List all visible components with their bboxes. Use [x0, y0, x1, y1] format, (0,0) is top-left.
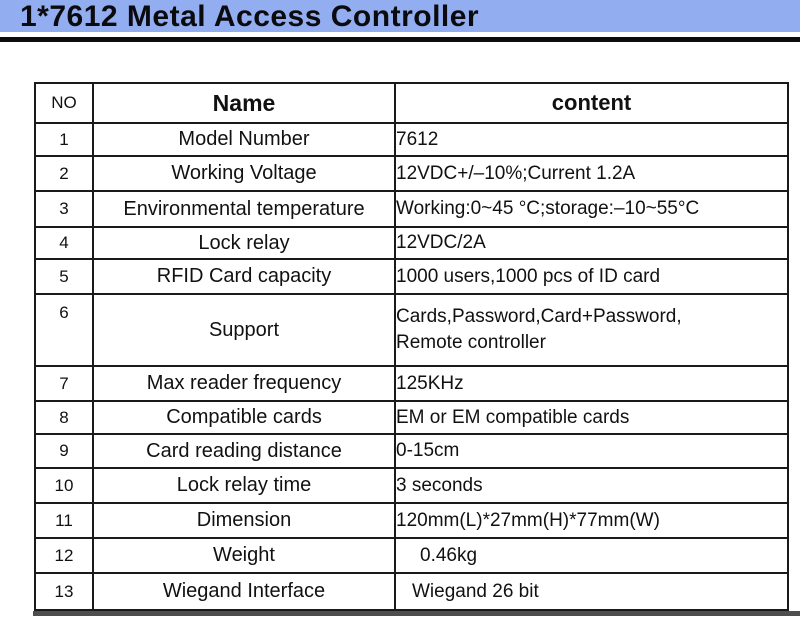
row-no: 12	[34, 537, 94, 574]
row-no: 4	[34, 226, 94, 260]
table-row: 13 Wiegand Interface Wiegand 26 bit	[34, 572, 789, 611]
table-row: 4 Lock relay 12VDC/2A	[34, 226, 789, 260]
table-row: 2 Working Voltage 12VDC+/–10%;Current 1.…	[34, 155, 789, 192]
row-no: 7	[34, 365, 94, 402]
row-name: Lock relay time	[92, 467, 396, 504]
row-no: 9	[34, 433, 94, 469]
row-content: 1000 users,1000 pcs of ID card	[394, 258, 789, 295]
table-row: 3 Environmental temperature Working:0~45…	[34, 190, 789, 228]
row-name: Compatible cards	[92, 400, 396, 435]
row-name: Wiegand Interface	[92, 572, 396, 611]
table-row: 1 Model Number 7612	[34, 122, 789, 157]
table-row: 8 Compatible cards EM or EM compatible c…	[34, 400, 789, 435]
table-row: 7 Max reader frequency 125KHz	[34, 365, 789, 402]
row-no: 13	[34, 572, 94, 611]
row-name: Dimension	[92, 502, 396, 539]
row-content: 125KHz	[394, 365, 789, 402]
row-name: Max reader frequency	[92, 365, 396, 402]
table-row: 5 RFID Card capacity 1000 users,1000 pcs…	[34, 258, 789, 295]
table-row: 6 Support Cards,Password,Card+Password, …	[34, 293, 789, 367]
column-header-content: content	[394, 82, 789, 124]
row-no: 5	[34, 258, 94, 295]
row-content: 7612	[394, 122, 789, 157]
row-content: EM or EM compatible cards	[394, 400, 789, 435]
row-name: Model Number	[92, 122, 396, 157]
row-name: Card reading distance	[92, 433, 396, 469]
table-row: 9 Card reading distance 0-15cm	[34, 433, 789, 469]
row-name: Support	[92, 293, 396, 367]
row-no: 2	[34, 155, 94, 192]
row-name: Weight	[92, 537, 396, 574]
table-row: 11 Dimension 120mm(L)*27mm(H)*77mm(W)	[34, 502, 789, 539]
row-content: 12VDC/2A	[394, 226, 789, 260]
page-header: 1*7612 Metal Access Controller	[0, 0, 800, 33]
row-name: RFID Card capacity	[92, 258, 396, 295]
row-content: 120mm(L)*27mm(H)*77mm(W)	[394, 502, 789, 539]
row-no: 10	[34, 467, 94, 504]
row-content: Cards,Password,Card+Password, Remote con…	[394, 293, 789, 367]
row-no: 3	[34, 190, 94, 228]
row-no: 8	[34, 400, 94, 435]
table-row: 10 Lock relay time 3 seconds	[34, 467, 789, 504]
row-name: Working Voltage	[92, 155, 396, 192]
column-header-name: Name	[92, 82, 396, 124]
row-no: 6	[34, 293, 94, 367]
table-bottom-shadow	[33, 611, 800, 616]
row-content: 0-15cm	[394, 433, 789, 469]
row-name: Environmental temperature	[92, 190, 396, 228]
row-content: Working:0~45 °C;storage:–10~55°C	[394, 190, 789, 228]
page-title: 1*7612 Metal Access Controller	[20, 0, 480, 33]
table-header-row: NO Name content	[34, 82, 789, 124]
table-row: 12 Weight 0.46kg	[34, 537, 789, 574]
row-content: Wiegand 26 bit	[394, 572, 789, 611]
row-content: 3 seconds	[394, 467, 789, 504]
row-content: 12VDC+/–10%;Current 1.2A	[394, 155, 789, 192]
row-no: 1	[34, 122, 94, 157]
row-name: Lock relay	[92, 226, 396, 260]
row-no: 11	[34, 502, 94, 539]
title-underline	[0, 37, 800, 42]
spec-table: NO Name content 1 Model Number 7612 2 Wo…	[34, 82, 789, 611]
row-content: 0.46kg	[394, 537, 789, 574]
column-header-no: NO	[34, 82, 94, 124]
